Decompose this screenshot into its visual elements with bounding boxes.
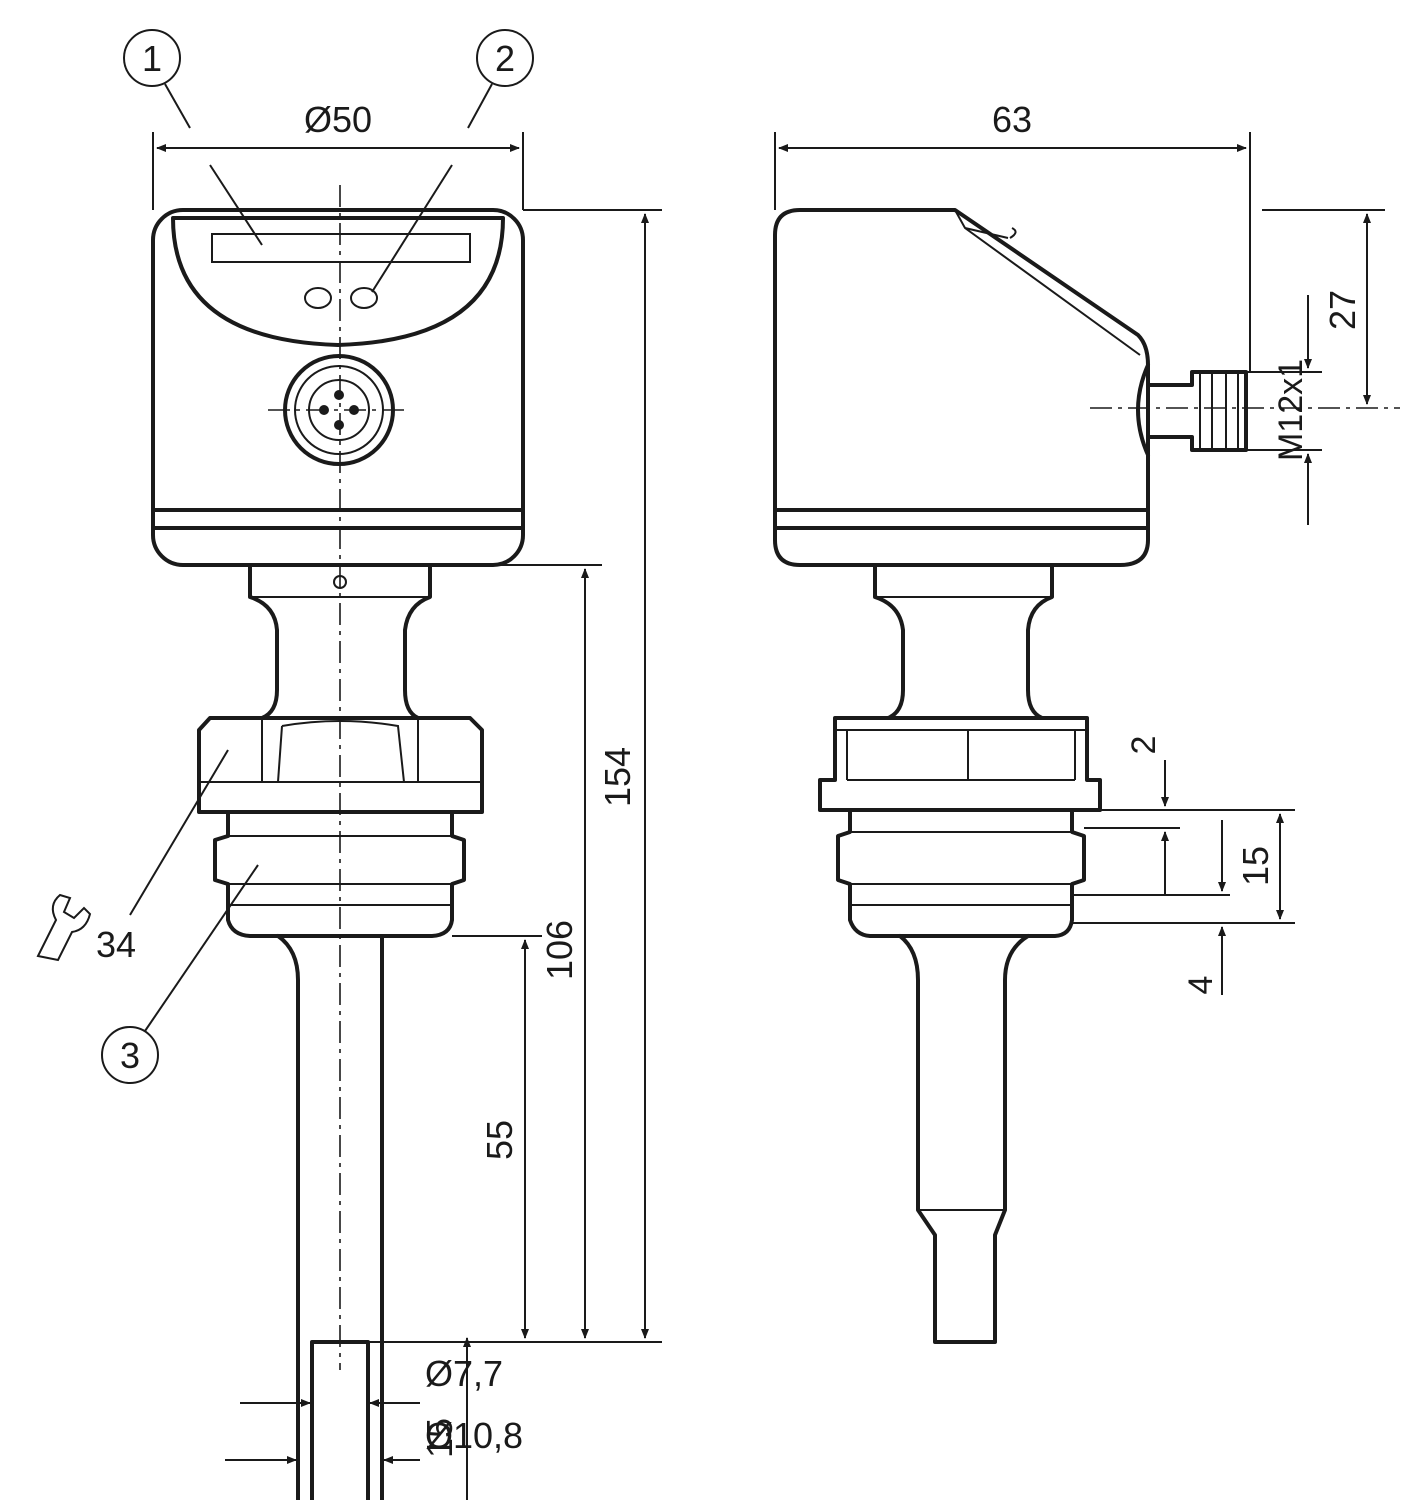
dim-m12-label: M12x1 xyxy=(1272,359,1310,461)
front-housing xyxy=(151,208,525,567)
wrench-icon xyxy=(36,893,92,962)
led-right xyxy=(350,287,378,309)
dim-106-label: 106 xyxy=(539,920,580,980)
side-connector-icon xyxy=(1136,363,1248,457)
callout-2: 2 xyxy=(371,29,534,293)
dim-55: 55 xyxy=(479,939,529,1339)
led-left xyxy=(304,287,332,309)
display-screen xyxy=(211,233,471,263)
front-housing-band xyxy=(151,508,525,530)
wrench-label: 34 xyxy=(96,924,136,965)
dim-15-thread-label: 15 xyxy=(1235,846,1276,886)
front-probe xyxy=(276,934,384,1500)
connector-m12-icon xyxy=(268,354,410,466)
dim-27: 27 xyxy=(1262,209,1385,405)
dim-154-label: 154 xyxy=(597,747,638,807)
wrench-size: 34 xyxy=(36,749,229,965)
dim-2: 2 xyxy=(1125,736,1169,895)
dim-63: 63 xyxy=(774,99,1251,372)
dim-106: 106 xyxy=(539,568,589,1339)
dim-27-label: 27 xyxy=(1322,290,1363,330)
dim-55-label: 55 xyxy=(479,1120,520,1160)
dim-d10-8-label: Ø10,8 xyxy=(425,1415,523,1456)
callout-3: 3 xyxy=(101,864,259,1084)
front-thread xyxy=(213,810,466,938)
dim-15-probe: 15 xyxy=(419,1337,471,1500)
dim-15-probe-label: 15 xyxy=(419,1418,460,1458)
side-housing xyxy=(773,208,1150,567)
dim-d50: Ø50 xyxy=(152,99,524,210)
side-hex-nut xyxy=(818,716,1102,812)
callout-3-label: 3 xyxy=(120,1035,140,1076)
dim-d7-7-label: Ø7,7 xyxy=(425,1353,503,1394)
dim-4: 4 xyxy=(1182,820,1226,995)
callout-1-label: 1 xyxy=(142,38,162,79)
dim-d10-8: Ø10,8 xyxy=(225,1400,523,1475)
side-display-slope xyxy=(954,209,1141,356)
dim-154: 154 xyxy=(597,213,649,1339)
side-housing-band xyxy=(773,508,1150,530)
side-probe xyxy=(898,934,1030,1344)
dim-m12: M12x1 xyxy=(1246,295,1322,525)
side-thread xyxy=(836,808,1086,938)
dim-2-label: 2 xyxy=(1125,736,1163,755)
dim-d7-7: Ø7,7 xyxy=(240,1342,503,1420)
display-window xyxy=(171,216,505,347)
side-view: 63 27 M12x1 2 15 xyxy=(773,99,1400,1344)
dim-4-label: 4 xyxy=(1182,976,1220,995)
callout-2-label: 2 xyxy=(495,38,515,79)
dim-d50-label: Ø50 xyxy=(304,99,372,140)
dim-63-label: 63 xyxy=(992,99,1032,140)
front-view: 1 2 3 34 Ø50 xyxy=(36,29,662,1500)
side-neck xyxy=(873,563,1054,720)
dim-15-thread: 15 xyxy=(1235,813,1284,920)
front-hex-nut xyxy=(197,716,484,814)
callout-1: 1 xyxy=(123,29,263,246)
